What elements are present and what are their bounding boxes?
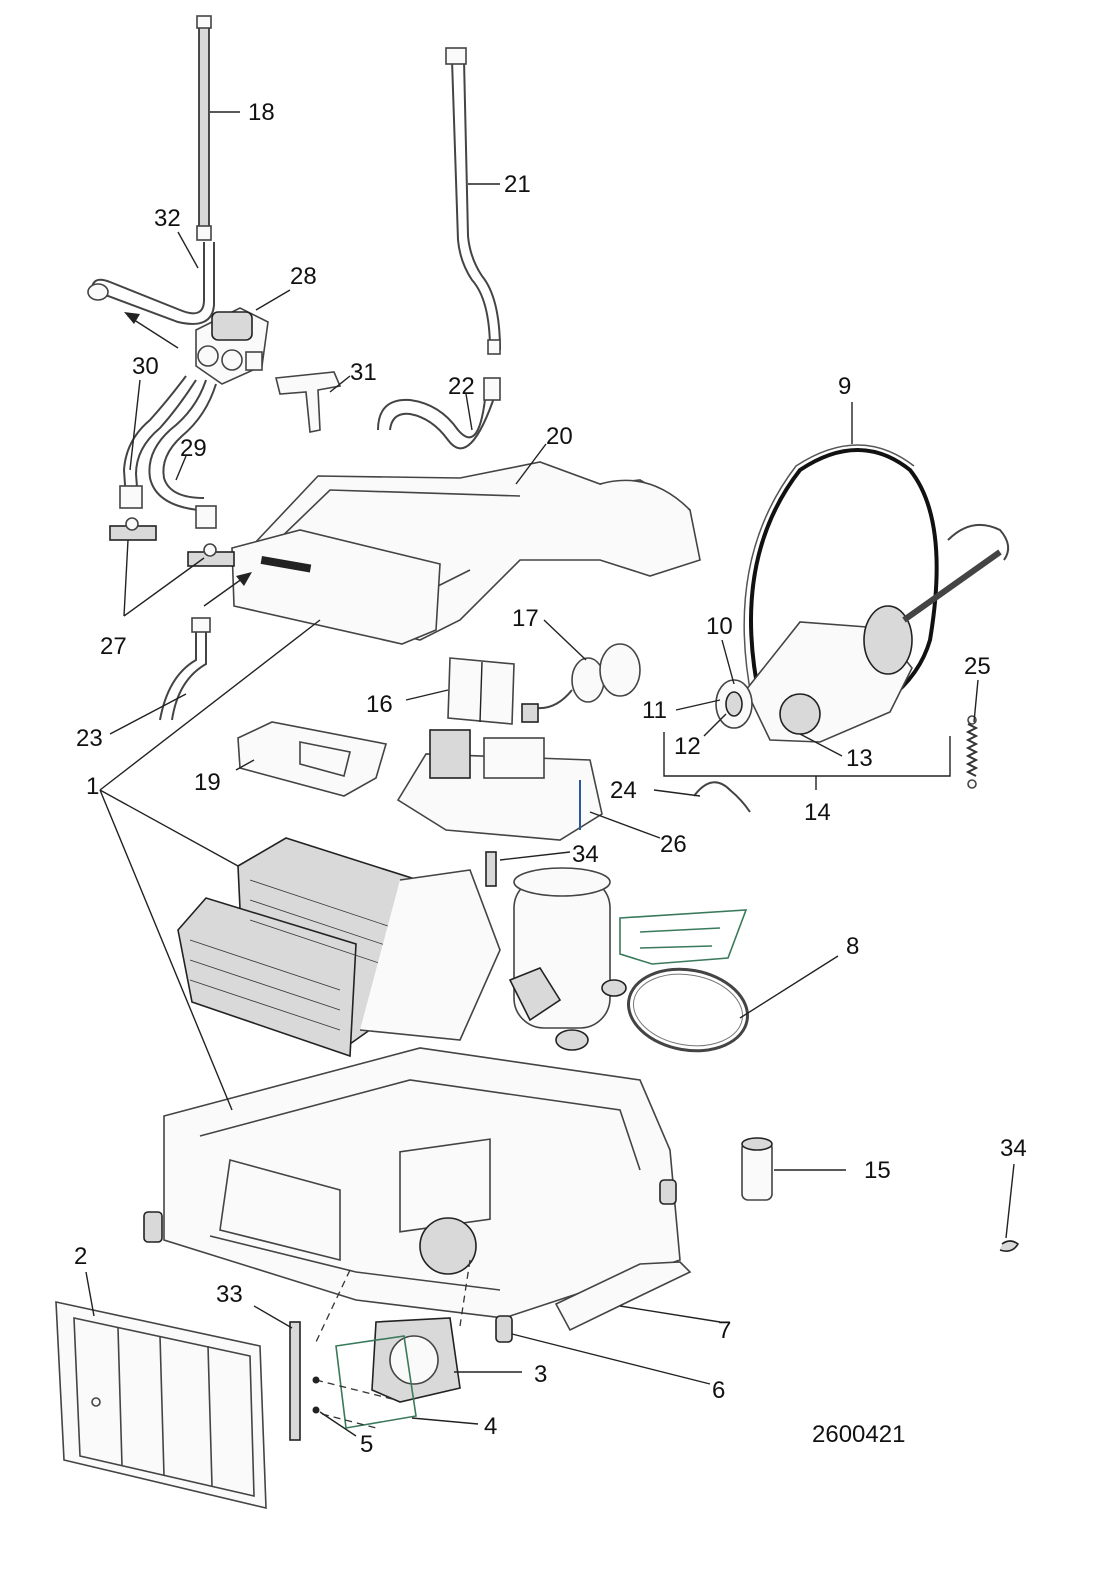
part-18-braided-hose: [196, 15, 212, 241]
callout-16: 16: [366, 691, 393, 718]
part-25-spring: [965, 715, 979, 789]
callout-14: 14: [804, 799, 831, 826]
compressor-bracket: [619, 909, 748, 965]
part-23-pipe: [159, 617, 211, 721]
callout-34-right: 34: [1000, 1135, 1027, 1162]
part-8-gasket-ring: [627, 967, 749, 1053]
callout-15: 15: [864, 1157, 891, 1184]
callout-2: 2: [74, 1243, 87, 1270]
leader-lines: [85, 111, 1015, 1437]
flow-arrow: [124, 312, 179, 349]
part-26-control-module: [396, 729, 603, 841]
callout-31: 31: [350, 359, 377, 386]
callout-30: 30: [132, 353, 159, 380]
callout-1: 1: [86, 773, 99, 800]
part-31-t-fitting: [275, 371, 342, 433]
part-33-seal-strip: [289, 1321, 301, 1441]
part-2-filter-frame: [55, 1300, 267, 1510]
part-6-feet: [143, 1179, 677, 1343]
evaporator-coil: [177, 837, 501, 1058]
callout-28: 28: [290, 263, 317, 290]
callout-19: 19: [194, 769, 221, 796]
part-34-tie-clip: [999, 1240, 1020, 1252]
document-number: 2600421: [812, 1421, 905, 1448]
callout-7: 7: [718, 1317, 731, 1344]
callout-10: 10: [706, 613, 733, 640]
part-32-bent-hose: [87, 242, 215, 325]
callout-12: 12: [674, 733, 701, 760]
callout-20: 20: [546, 423, 573, 450]
part-19-foam-block: [237, 721, 388, 797]
callout-21: 21: [504, 171, 531, 198]
compressor: [508, 867, 627, 1051]
callout-33: 33: [216, 1281, 243, 1308]
callout-9: 9: [838, 373, 851, 400]
fan-mount-dashes: [315, 1259, 471, 1429]
callout-3: 3: [534, 1361, 547, 1388]
callout-13: 13: [846, 745, 873, 772]
callout-27: 27: [100, 633, 127, 660]
part-15-capacitor: [741, 1137, 773, 1201]
part-34-sensor: [485, 851, 497, 887]
callout-11: 11: [642, 697, 667, 724]
base-tray: [163, 1047, 681, 1319]
part-30-hose: [119, 375, 197, 509]
callouts: 18 21 32 28 30 31 22 9 20 29 17 27 10 25…: [74, 99, 1027, 1458]
part-4-fan-shroud: [335, 1335, 417, 1429]
part-24-clip: [693, 781, 751, 813]
motor-clamp: [947, 523, 1010, 561]
callout-22: 22: [448, 373, 475, 400]
callout-8: 8: [846, 933, 859, 960]
callout-5: 5: [360, 1431, 373, 1458]
part-28-drain-pump: [195, 307, 269, 385]
part-21-drain-tube: [445, 47, 501, 355]
callout-34-upper: 34: [572, 841, 599, 868]
part-22-hose: [377, 377, 501, 450]
callout-18: 18: [248, 99, 275, 126]
part-5-screws: [312, 1376, 320, 1414]
callout-4: 4: [484, 1413, 497, 1440]
part-9-drive-belt: [743, 444, 939, 742]
callout-26: 26: [660, 831, 687, 858]
part-10-12-pulley: [715, 679, 753, 729]
callout-17: 17: [512, 605, 539, 632]
callout-32: 32: [154, 205, 181, 232]
condenser-cover: [231, 529, 441, 645]
callout-24: 24: [610, 777, 637, 804]
callout-29: 29: [180, 435, 207, 462]
part-27-hose-clamps: [109, 517, 235, 567]
callout-25: 25: [964, 653, 991, 680]
callout-6: 6: [712, 1377, 725, 1404]
callout-23: 23: [76, 725, 103, 752]
part-7-bottom-plate: [554, 1261, 692, 1332]
part-16-filter-pad: [447, 657, 515, 725]
part-3-fan: [371, 1317, 461, 1403]
part-17-sensor: [521, 643, 641, 723]
part-29-hose: [148, 379, 217, 529]
part-13-motor: [745, 549, 1002, 743]
flow-arrow-2: [203, 572, 252, 607]
